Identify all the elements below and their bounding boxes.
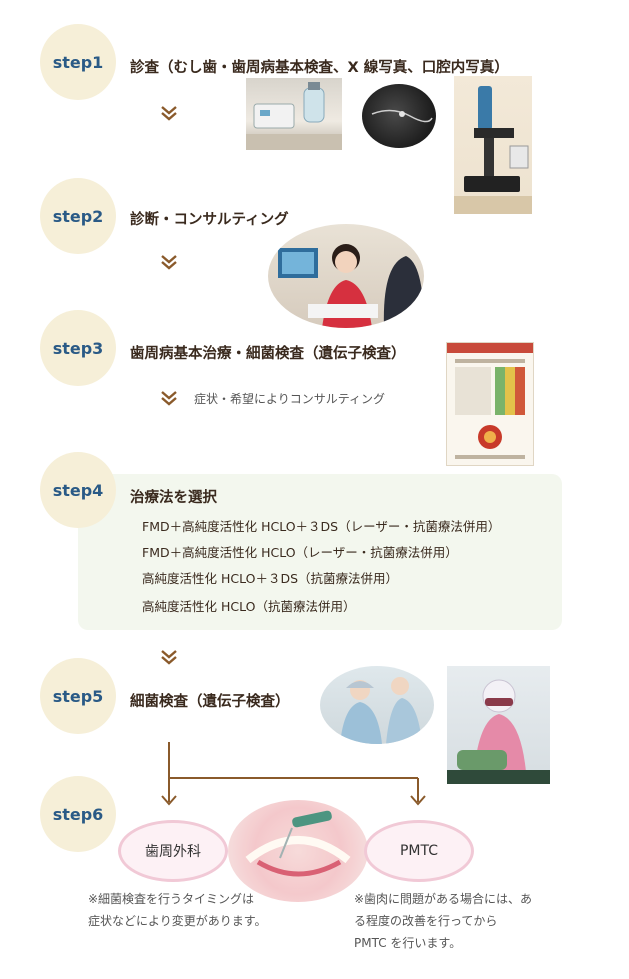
- double-chevron-down-icon: [160, 648, 178, 666]
- dental-treatment-photo: [447, 666, 550, 784]
- note-line: ※歯肉に問題がある場合には、あ: [354, 888, 594, 910]
- step6-right-note: ※歯肉に問題がある場合には、あ る程度の改善を行ってから PMTC を行います。: [354, 888, 594, 954]
- step5-badge: step5: [40, 658, 116, 734]
- note-line: 症状などにより変更があります。: [88, 910, 308, 932]
- double-chevron-down-icon: [160, 389, 178, 407]
- step1-badge: step1: [40, 24, 116, 100]
- ultrasonic-device-photo: [246, 78, 342, 150]
- step6-badge: step6: [40, 776, 116, 852]
- test-report-photo: [446, 342, 534, 466]
- step6-left-note: ※細菌検査を行うタイミングは 症状などにより変更があります。: [88, 888, 308, 932]
- double-chevron-down-icon: [160, 104, 178, 122]
- microscope-view-photo: [362, 84, 436, 148]
- double-chevron-down-icon: [160, 253, 178, 271]
- periodontal-surgery-option: 歯周外科: [118, 820, 228, 882]
- note-line: ※細菌検査を行うタイミングは: [88, 888, 308, 910]
- treatment-option: 高純度活性化 HCLO（抗菌療法併用）: [142, 596, 355, 615]
- step3-badge: step3: [40, 310, 116, 386]
- step5-title: 細菌検査（遺伝子検査）: [130, 690, 290, 711]
- step4-badge-label: step4: [53, 481, 104, 500]
- pmtc-option: PMTC: [364, 820, 474, 882]
- step1-badge-label: step1: [53, 53, 104, 72]
- treatment-option: 高純度活性化 HCLO＋３DS（抗菌療法併用）: [142, 568, 398, 587]
- step6-badge-label: step6: [53, 805, 104, 824]
- step2-title: 診断・コンサルティング: [130, 208, 289, 229]
- step1-title: 診査（むし歯・歯周病基本検査、X 線写真、口腔内写真）: [130, 56, 509, 77]
- periodontal-surgery-label: 歯周外科: [145, 841, 201, 861]
- step2-badge-label: step2: [53, 207, 104, 226]
- microscope-photo: [454, 76, 532, 214]
- step5-badge-label: step5: [53, 687, 104, 706]
- consultation-photo: [268, 224, 424, 328]
- step3-subnote: 症状・希望によりコンサルティング: [194, 390, 385, 407]
- periodontal-surgery-photo: [228, 800, 368, 902]
- step4-badge: step4: [40, 452, 116, 528]
- note-line: PMTC を行います。: [354, 932, 594, 954]
- pmtc-label: PMTC: [400, 843, 438, 859]
- note-line: る程度の改善を行ってから: [354, 910, 594, 932]
- step3-title: 歯周病基本治療・細菌検査（遺伝子検査）: [130, 342, 406, 363]
- step3-badge-label: step3: [53, 339, 104, 358]
- bacterial-test-photo: [320, 666, 434, 744]
- treatment-option: FMD＋高純度活性化 HCLO（レーザー・抗菌療法併用）: [142, 542, 458, 561]
- treatment-option: FMD＋高純度活性化 HCLO＋３DS（レーザー・抗菌療法併用）: [142, 516, 500, 535]
- step4-title: 治療法を選択: [130, 486, 217, 507]
- step2-badge: step2: [40, 178, 116, 254]
